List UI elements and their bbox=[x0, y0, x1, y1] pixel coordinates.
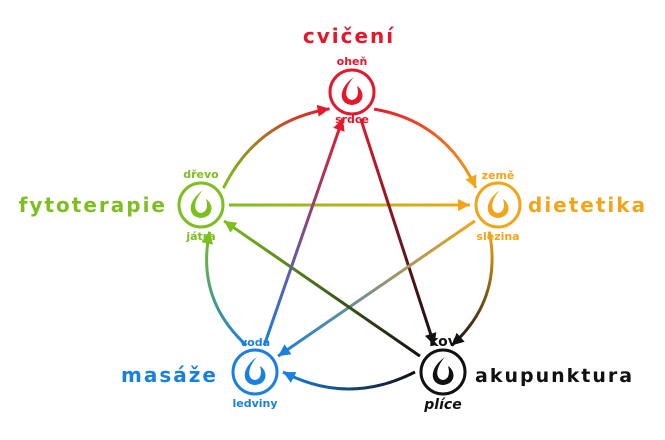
therapy-label-earth: dietetika bbox=[528, 193, 647, 217]
generating-arrow-earth-metal bbox=[450, 231, 494, 347]
node-water-circle bbox=[231, 348, 279, 396]
node-earth-organ: slezina bbox=[476, 230, 519, 243]
leaf-drop-icon bbox=[190, 190, 212, 218]
controlling-arrowhead-fire-metal bbox=[424, 332, 437, 346]
controlling-arrowhead-water-fire bbox=[333, 118, 345, 132]
generating-arrow-fire-earth bbox=[373, 107, 478, 189]
controlling-arrowhead-earth-water bbox=[278, 344, 292, 357]
node-earth: země slezina bbox=[474, 169, 522, 243]
controlling-arrowhead-metal-wood bbox=[224, 220, 238, 233]
therapy-label-metal: akupunktura bbox=[475, 365, 634, 387]
therapy-label-fire: cvičení bbox=[303, 24, 395, 48]
cycle-arrows bbox=[201, 104, 494, 391]
therapy-label-water: masáže bbox=[121, 363, 218, 387]
therapy-labels: cvičení dietetika akupunktura masáže fyt… bbox=[19, 24, 647, 387]
node-wood-element: dřevo bbox=[183, 168, 219, 181]
node-fire-organ: srdce bbox=[335, 113, 369, 126]
generating-arrowhead-earth-metal bbox=[451, 332, 465, 346]
controlling-arrow-fire-metal bbox=[359, 118, 436, 346]
generating-arrow-wood-fire bbox=[222, 107, 330, 189]
controlling-arrow-metal-wood bbox=[223, 219, 421, 358]
node-metal: kov plíce bbox=[419, 334, 467, 413]
leaf-drop-icon bbox=[487, 190, 509, 218]
controlling-arrow-water-fire bbox=[262, 117, 345, 347]
node-metal-circle bbox=[419, 348, 467, 396]
generating-arrowhead-water-wood bbox=[201, 231, 214, 245]
node-metal-organ: plíce bbox=[423, 397, 461, 413]
node-wood: dřevo játra bbox=[177, 168, 225, 243]
generating-arrow-water-wood bbox=[205, 231, 248, 347]
node-wood-circle bbox=[177, 181, 225, 229]
node-earth-element: země bbox=[482, 169, 515, 182]
element-nodes: oheň srdce země slezina kov plíce v bbox=[177, 55, 522, 413]
leaf-drop-icon bbox=[341, 77, 363, 105]
generating-arrowhead-wood-fire bbox=[316, 104, 330, 117]
node-water: voda ledviny bbox=[231, 336, 279, 410]
generating-arrowhead-metal-water bbox=[283, 372, 297, 383]
node-wood-organ: játra bbox=[185, 230, 215, 243]
generating-arrow-metal-water bbox=[282, 370, 416, 391]
generating-arrowhead-fire-earth bbox=[465, 174, 477, 188]
node-metal-element: kov bbox=[429, 334, 457, 350]
controlling-arrow-earth-water bbox=[277, 219, 476, 358]
controlling-arrowhead-wood-earth bbox=[458, 199, 470, 211]
node-earth-circle bbox=[474, 181, 522, 229]
node-fire: oheň srdce bbox=[328, 55, 376, 126]
node-water-organ: ledviny bbox=[232, 397, 277, 410]
leaf-drop-icon bbox=[244, 357, 266, 385]
node-fire-circle bbox=[328, 68, 376, 116]
node-fire-element: oheň bbox=[337, 55, 368, 68]
therapy-label-wood: fytoterapie bbox=[19, 193, 167, 217]
leaf-drop-icon bbox=[432, 357, 454, 385]
node-water-element: voda bbox=[240, 336, 270, 349]
